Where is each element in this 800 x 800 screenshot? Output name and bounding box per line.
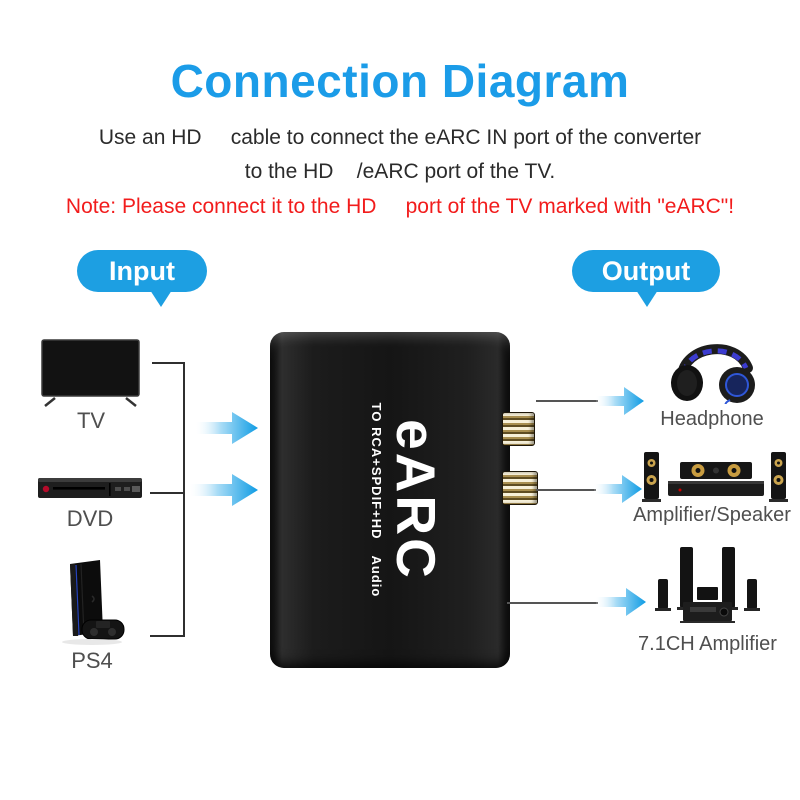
instruction-line-2: to the HD /eARC port of the TV.: [244, 160, 556, 183]
connector-line-71ch: [507, 602, 598, 604]
amplifier-speaker-icon: [640, 450, 790, 508]
output-badge: Output: [572, 250, 720, 307]
output-arrow-1: [596, 387, 644, 420]
input-badge-tail: [149, 290, 172, 307]
input-badge-label: Input: [109, 255, 175, 286]
converter-name: eARC: [385, 419, 447, 581]
input-badge: Input: [77, 250, 207, 307]
converter-branding: eARC TO RCA+SPDIF+HD Audio: [369, 385, 447, 615]
connector-line-tv: [152, 362, 185, 364]
71ch-amplifier-icon: [650, 545, 765, 629]
dvd-label: DVD: [66, 506, 114, 531]
output-badge-tail: [635, 290, 658, 307]
ps4-label: PS4: [71, 648, 113, 673]
headphone-label: Headphone: [660, 408, 764, 430]
connector-line-ps4: [150, 635, 185, 637]
input-arrow-2: [190, 474, 258, 511]
rca-connector-2: [502, 471, 538, 505]
earc-converter-device: eARC TO RCA+SPDIF+HD Audio: [270, 332, 510, 668]
converter-spec: TO RCA+SPDIF+HD Audio: [369, 385, 384, 615]
dvd-player-icon: [37, 474, 143, 501]
ps4-console-icon: [48, 558, 136, 650]
output-badge-label: Output: [601, 255, 691, 286]
note-text: Note: Please connect it to the HD port o…: [65, 195, 735, 218]
instruction-line-1: Use an HD cable to connect the eARC IN p…: [98, 126, 702, 149]
rca-connector-1: [502, 412, 535, 446]
connector-line-amplifier: [536, 489, 596, 491]
connector-line-vertical: [183, 362, 185, 637]
converter-spec-audio: Audio: [369, 555, 384, 598]
converter-spec-text: TO RCA+SPDIF+HD: [369, 402, 384, 540]
71ch-amplifier-label: 7.1CH Amplifier: [638, 633, 777, 655]
output-arrow-2: [594, 475, 642, 508]
connector-line-dvd: [150, 492, 185, 494]
page-title: Connection Diagram: [170, 55, 630, 107]
headphone-icon: [660, 336, 764, 409]
tv-label: TV: [76, 408, 106, 433]
connector-line-headphone: [536, 400, 598, 402]
tv-icon: [40, 338, 142, 412]
output-arrow-3: [596, 588, 646, 621]
amplifier-speaker-label: Amplifier/Speaker: [633, 504, 791, 526]
input-arrow-1: [196, 412, 258, 449]
